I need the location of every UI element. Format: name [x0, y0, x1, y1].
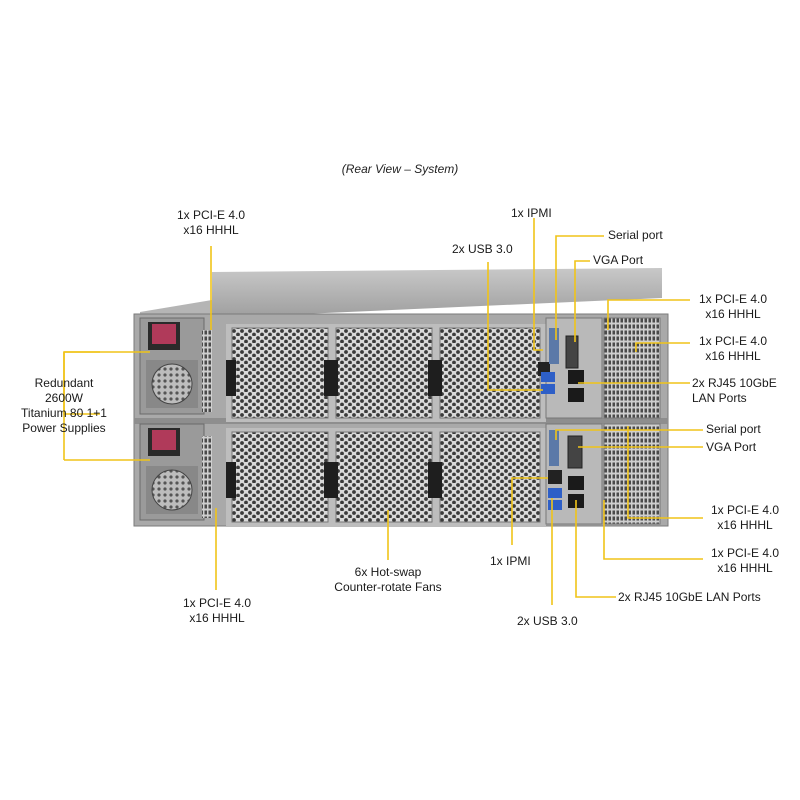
label-lan-top: 2x RJ45 10GbE LAN Ports [692, 376, 777, 405]
label-vga-top: VGA Port [593, 253, 644, 267]
label-ipmi-top: 1x IPMI [511, 206, 552, 220]
fan-3 [428, 327, 541, 419]
label-serial-bottom: Serial port [706, 422, 761, 436]
label-psu: Redundant 2600W Titanium 80 1+1 Power Su… [21, 376, 107, 435]
fan-4 [226, 431, 329, 523]
power-supply-upper [139, 317, 212, 415]
label-lan-bottom: 2x RJ45 10GbE LAN Ports [618, 590, 761, 604]
callout-pcie-right-3 [627, 426, 703, 519]
callout-ipmi-bottom [511, 477, 548, 545]
fan-1 [226, 327, 329, 419]
label-pcie-bottom-left: 1x PCI-E 4.0 x16 HHHL [182, 596, 252, 625]
label-vga-bottom: VGA Port [706, 440, 757, 454]
callout-pcie-right-2 [635, 342, 690, 352]
callout-pcie-right-1 [607, 299, 690, 330]
fan-modules [226, 324, 546, 526]
label-usb-top: 2x USB 3.0 [452, 242, 513, 256]
label-pcie-top-left: 1x PCI-E 4.0 x16 HHHL [176, 208, 246, 237]
label-pcie-right-2: 1x PCI-E 4.0 x16 HHHL [698, 334, 768, 363]
callout-vga-top [574, 260, 590, 342]
label-usb-bottom: 2x USB 3.0 [517, 614, 578, 628]
label-ipmi-bottom: 1x IPMI [490, 554, 531, 568]
label-pcie-right-3: 1x PCI-E 4.0 x16 HHHL [710, 503, 780, 532]
label-serial-top: Serial port [608, 228, 663, 242]
label-pcie-right-4: 1x PCI-E 4.0 x16 HHHL [710, 546, 780, 575]
callout-lines [63, 218, 703, 605]
callout-lan-bottom [575, 500, 616, 598]
fan-2 [324, 327, 433, 419]
callout-serial-top [555, 235, 604, 340]
callout-serial-bottom [555, 429, 703, 440]
diagram-caption: (Rear View – System) [341, 162, 459, 176]
callout-ipmi-top [533, 218, 543, 351]
callout-usb-top [487, 262, 543, 391]
label-fans: 6x Hot-swap Counter-rotate Fans [334, 565, 442, 594]
callout-pcie-right-4 [603, 500, 703, 560]
io-panel-lower [545, 423, 661, 525]
fan-5 [324, 431, 433, 523]
fan-6 [428, 431, 541, 523]
power-supply-lower [139, 423, 212, 521]
label-pcie-right-1: 1x PCI-E 4.0 x16 HHHL [698, 292, 768, 321]
